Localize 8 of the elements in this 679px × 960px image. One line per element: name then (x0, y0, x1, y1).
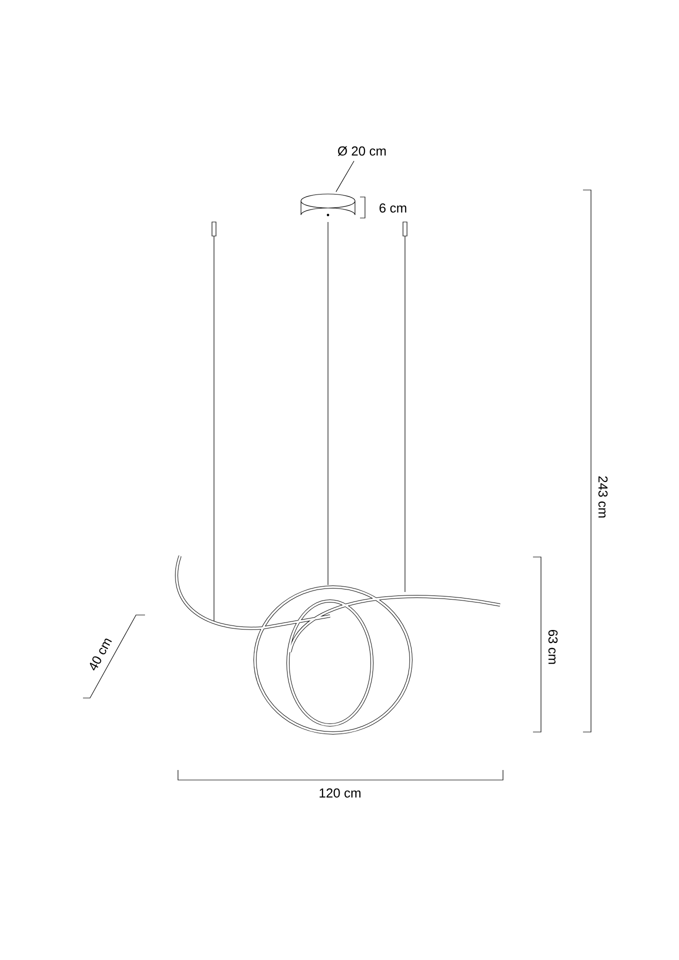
canopy (300, 194, 356, 216)
dimension-label: 243 cm (598, 476, 608, 518)
dimension-label: 6 cm (380, 203, 406, 213)
leader-line (336, 160, 354, 192)
dimension-label: 40 cm (90, 638, 112, 670)
dimension-label: 63 cm (548, 630, 558, 664)
diameter-label: Ø 20 cm (338, 146, 386, 156)
dimension-label: 120 cm (320, 788, 360, 798)
